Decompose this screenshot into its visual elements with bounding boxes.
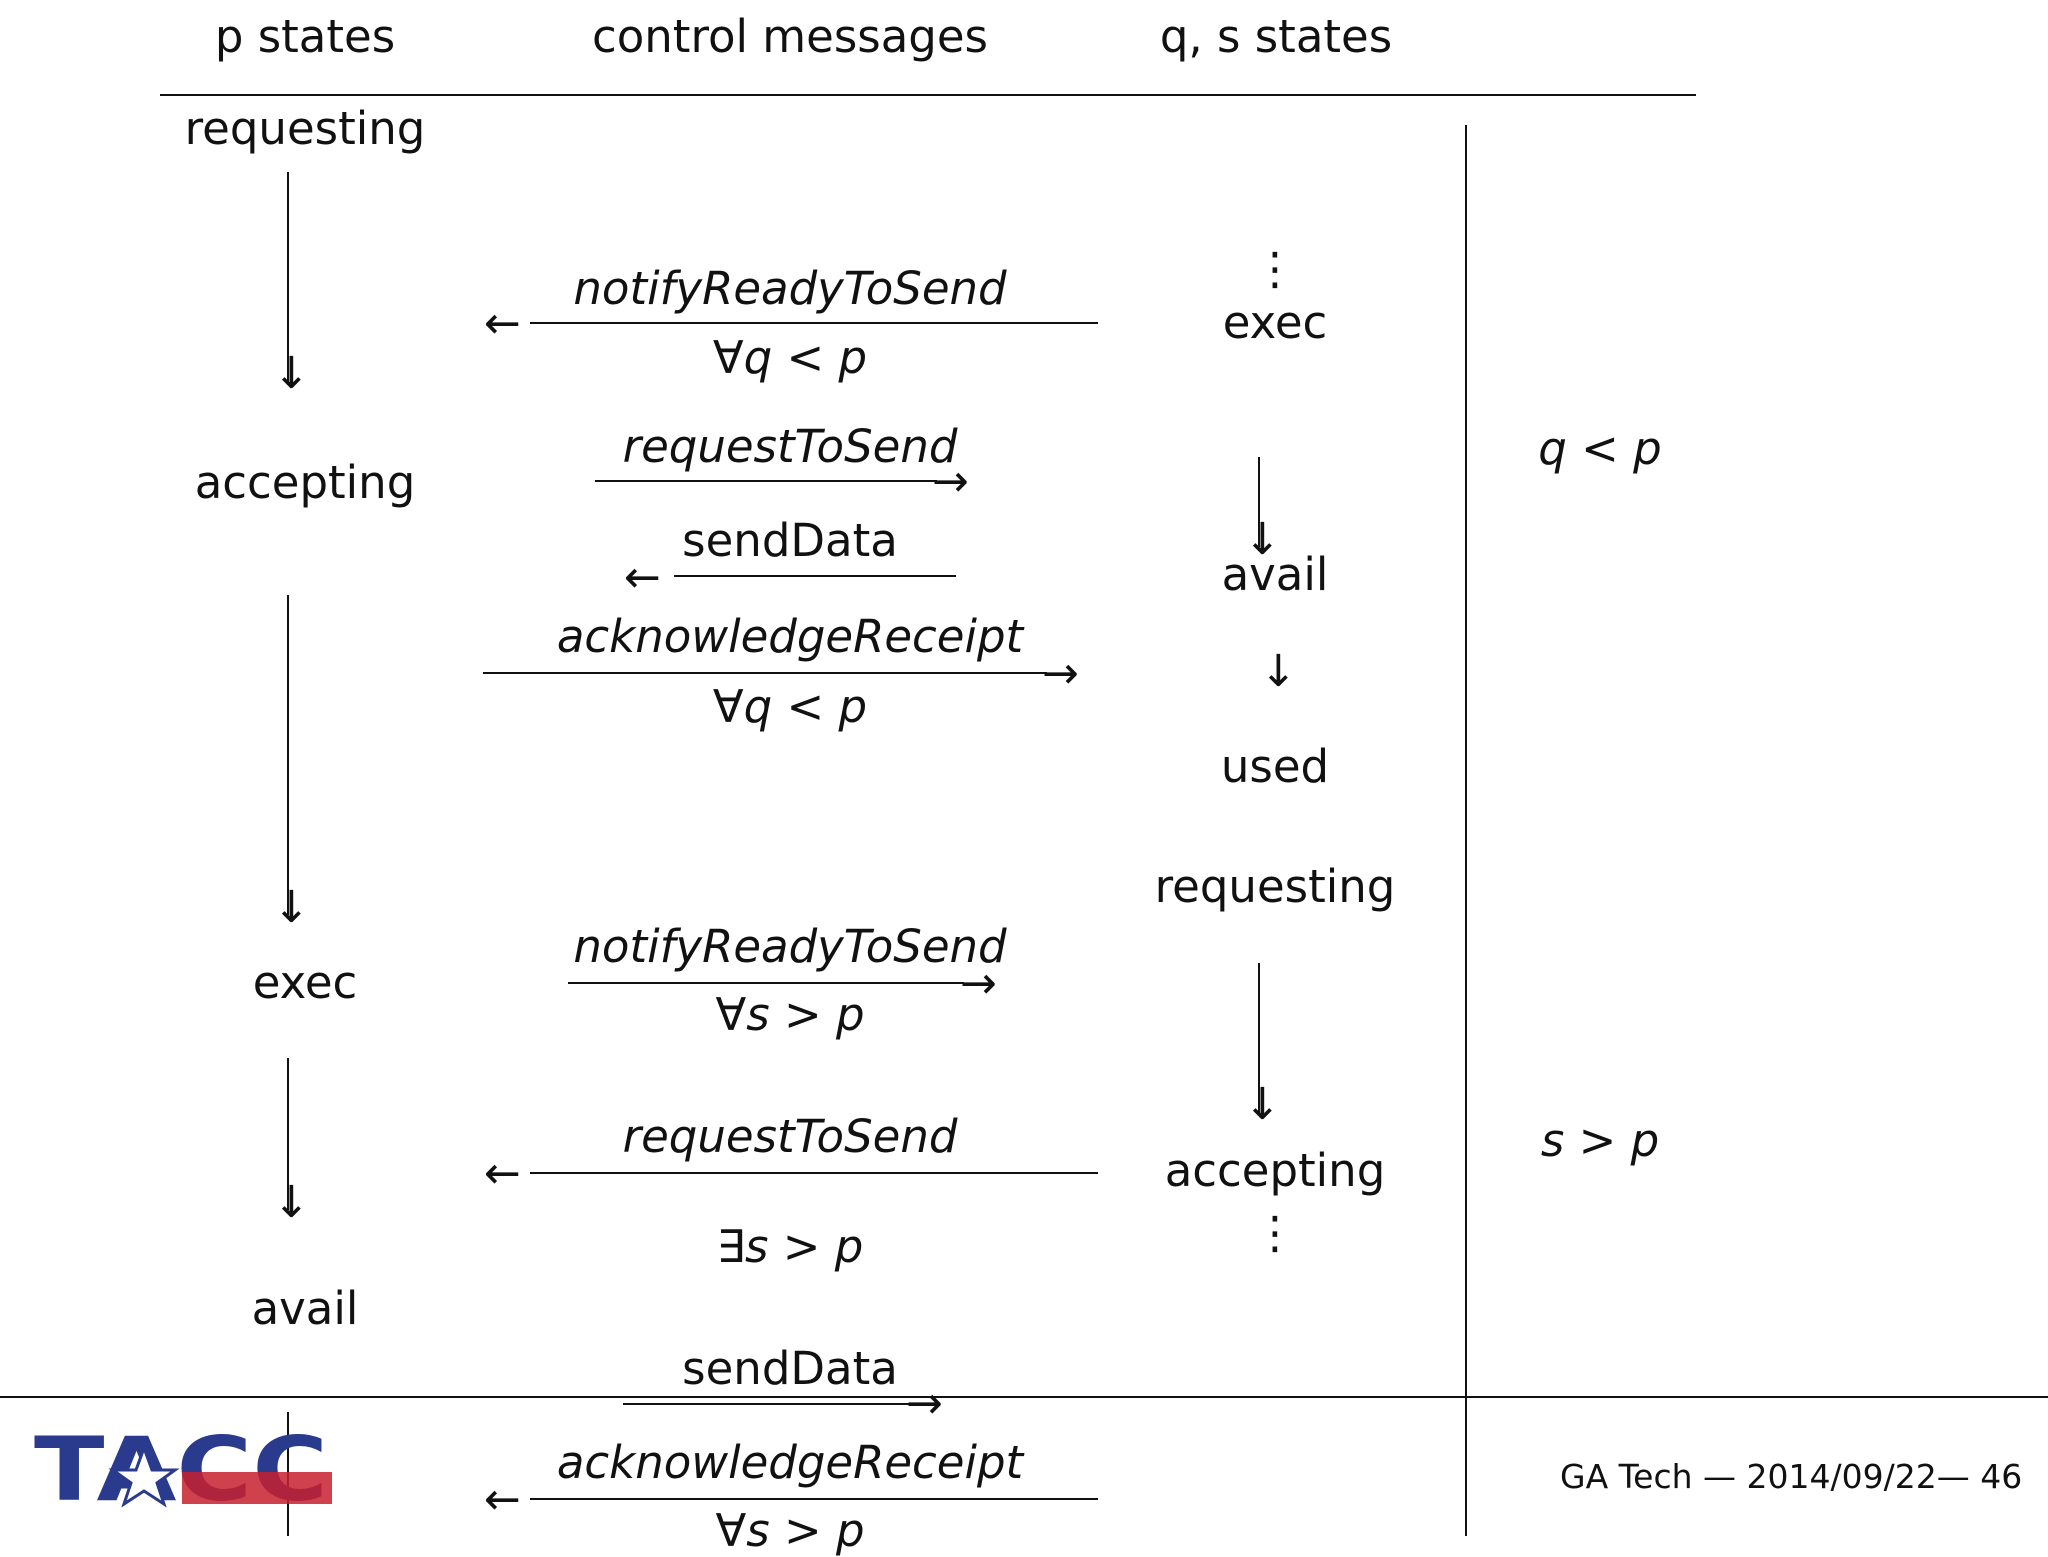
qs-arrow-2: ↓	[1260, 646, 1297, 697]
message-arrow-head-right: →	[906, 1378, 943, 1429]
message-label: sendData	[682, 1342, 898, 1395]
header-control-messages: control messages	[592, 10, 988, 63]
message-arrow-head-left: ←	[484, 298, 521, 349]
footer-rule	[0, 1396, 2048, 1398]
p-arrow-3-head: ↓	[273, 1177, 310, 1228]
message-condition: ∀s > p	[715, 988, 865, 1041]
qs-state-used: used	[1220, 740, 1330, 793]
message-arrow-head-right: →	[1042, 648, 1079, 699]
p-arrow-2-line	[287, 595, 289, 915]
qs-state-requesting: requesting	[1154, 860, 1396, 913]
p-arrow-1-head: ↓	[273, 348, 310, 399]
message-arrow-head-right: →	[932, 456, 969, 507]
p-state-avail: avail	[251, 1282, 359, 1335]
message-label: requestToSend	[622, 420, 958, 473]
p-state-exec: exec	[252, 956, 358, 1009]
message-condition: ∃s > p	[716, 1220, 864, 1273]
message-label: sendData	[682, 514, 898, 567]
p-state-accepting: accepting	[194, 456, 416, 509]
qs-arrow-1-head: ↓	[1244, 514, 1281, 565]
qs-arrow-3-head: ↓	[1244, 1079, 1281, 1130]
message-condition: ∀s > p	[715, 1504, 865, 1557]
message-arrow-line	[674, 575, 956, 577]
message-condition: ∀q < p	[712, 680, 868, 733]
message-label: acknowledgeReceipt	[556, 1436, 1024, 1489]
message-label: requestToSend	[622, 1110, 958, 1163]
qs-arrow-3-line	[1258, 963, 1260, 1113]
qs-bottom-ellipsis: ⋮	[1252, 1206, 1298, 1259]
tacc-logo: TACC	[32, 1418, 332, 1521]
message-arrow-head-left: ←	[624, 552, 661, 603]
message-arrow-line	[530, 1172, 1098, 1174]
qs-state-avail: avail	[1221, 548, 1329, 601]
message-condition: ∀q < p	[712, 331, 868, 384]
message-arrow-head-right: →	[960, 958, 997, 1009]
message-arrow-line	[530, 322, 1098, 324]
qs-state-accepting: accepting	[1164, 1144, 1386, 1197]
p-arrow-1-line	[287, 172, 289, 382]
message-arrow-head-left: ←	[484, 1148, 521, 1199]
region-separator	[1465, 125, 1467, 1536]
p-arrow-3-line	[287, 1058, 289, 1210]
header-qs-states: q, s states	[1159, 10, 1393, 63]
p-arrow-2-head: ↓	[273, 882, 310, 933]
region-label-upper: q < p	[1538, 422, 1662, 475]
message-label: notifyReadyToSend	[573, 920, 1007, 973]
footer-text: GA Tech — 2014/09/22— 46	[1560, 1457, 2023, 1496]
header-rule	[160, 94, 1696, 96]
qs-top-ellipsis: ⋮	[1252, 242, 1298, 295]
message-label: notifyReadyToSend	[573, 262, 1007, 315]
message-arrow-head-left: ←	[484, 1474, 521, 1525]
qs-arrow-1-line	[1258, 457, 1260, 547]
message-arrow-line	[595, 480, 937, 482]
region-label-lower: s > p	[1540, 1114, 1660, 1167]
message-arrow-line	[623, 1403, 909, 1405]
message-arrow-line	[568, 982, 964, 984]
message-arrow-line	[483, 672, 1047, 674]
qs-state-exec: exec	[1222, 296, 1328, 349]
header-p-states: p states	[214, 10, 396, 63]
tacc-logo-icon: TACC	[34, 1418, 332, 1521]
message-arrow-line	[530, 1498, 1098, 1500]
message-label: acknowledgeReceipt	[556, 610, 1024, 663]
p-state-requesting: requesting	[184, 102, 426, 155]
